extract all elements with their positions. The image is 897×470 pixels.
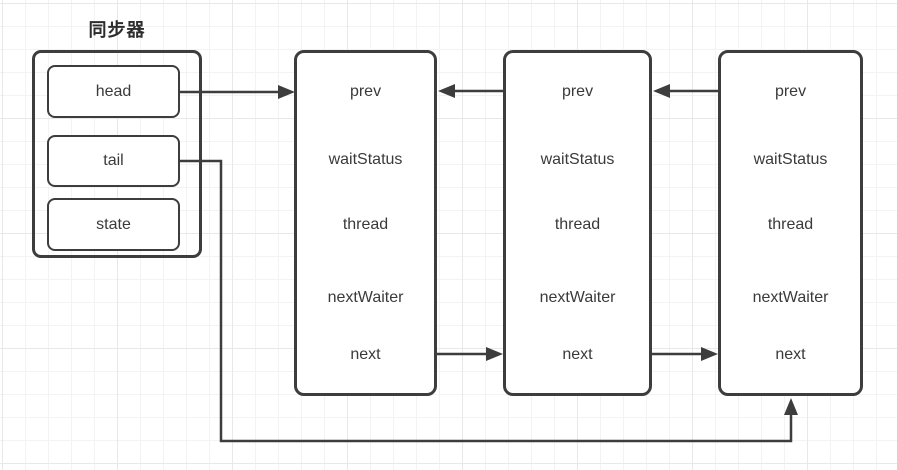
node3-field-next: next [775, 346, 806, 363]
sync-field-state: state [47, 198, 180, 251]
synchronizer-box [32, 50, 202, 258]
queue-node-1: prev waitStatus thread nextWaiter next [294, 50, 437, 396]
node2-field-nextwaiter: nextWaiter [539, 289, 616, 306]
node1-field-waitstatus: waitStatus [328, 151, 403, 168]
node2-field-thread: thread [554, 216, 601, 233]
node3-field-thread: thread [767, 216, 814, 233]
node2-field-next: next [562, 346, 593, 363]
node3-field-nextwaiter: nextWaiter [752, 289, 829, 306]
sync-field-tail: tail [47, 135, 180, 187]
queue-node-3: prev waitStatus thread nextWaiter next [718, 50, 863, 396]
node1-field-next: next [350, 346, 381, 363]
node1-field-prev: prev [349, 83, 382, 100]
synchronizer-title: 同步器 [88, 20, 146, 40]
arrow-node1-next-to-node2 [437, 347, 503, 361]
node1-field-nextwaiter: nextWaiter [327, 289, 404, 306]
node3-field-prev: prev [774, 83, 807, 100]
arrow-node2-next-to-node3 [652, 347, 718, 361]
queue-node-2: prev waitStatus thread nextWaiter next [503, 50, 652, 396]
sync-field-head: head [47, 65, 180, 118]
arrow-node2-prev-to-node1 [438, 84, 503, 98]
node1-field-thread: thread [342, 216, 389, 233]
node2-field-waitstatus: waitStatus [540, 151, 615, 168]
node2-field-prev: prev [561, 83, 594, 100]
arrow-tail-to-node3 [180, 159, 798, 443]
arrow-node3-prev-to-node2 [653, 84, 718, 98]
node3-field-waitstatus: waitStatus [753, 151, 828, 168]
